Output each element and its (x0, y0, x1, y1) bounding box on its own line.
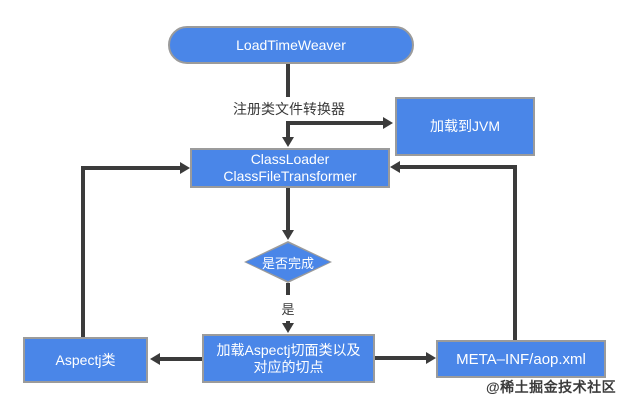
node-load-to-jvm: 加载到JVM (395, 97, 535, 156)
arrowhead-into-metainf (426, 352, 436, 364)
node-classloader-transformer: ClassLoader ClassFileTransformer (190, 148, 390, 188)
node-decision-diamond: 是否完成 (244, 241, 332, 283)
node-meta-inf-aop-xml: META–INF/aop.xml (436, 340, 606, 378)
connector-register-jvm (288, 121, 384, 125)
arrowhead-into-jvm (383, 117, 393, 129)
connector-aspectj-classloader (81, 166, 181, 170)
arrowhead-into-classloader-top (282, 137, 294, 147)
arrowhead-into-loadaspect (282, 323, 294, 333)
node-load-aspect: 加载Aspectj切面类以及 对应的切点 (202, 334, 375, 383)
classloader-line2: ClassFileTransformer (223, 168, 357, 184)
edge-label-yes: 是 (276, 295, 300, 321)
connector-metainf-vertical (513, 165, 517, 341)
arrowhead-into-classloader-left (180, 162, 190, 174)
decision-label: 是否完成 (261, 255, 314, 271)
classloader-line1: ClassLoader (250, 151, 330, 167)
watermark-juejin: @稀土掘金技术社区 (486, 379, 617, 395)
connector-metainf-classloader (399, 165, 517, 169)
connector-loadaspect-metainf (375, 356, 427, 360)
load-aspect-line1: 加载Aspectj切面类以及 (216, 341, 361, 358)
load-aspect-line2: 对应的切点 (253, 358, 324, 375)
connector-aspectj-vertical (81, 166, 85, 337)
connector-loadaspect-aspectj (159, 357, 202, 361)
arrowhead-into-classloader-right (390, 161, 400, 173)
arrowhead-into-aspectj (150, 353, 160, 365)
arrowhead-into-decision (282, 230, 294, 240)
edge-label-register-transformer: 注册类文件转换器 (231, 97, 347, 121)
node-load-time-weaver: LoadTimeWeaver (168, 26, 414, 64)
node-aspectj-class: Aspectj类 (23, 337, 148, 383)
connector-classloader-decision (286, 188, 290, 231)
